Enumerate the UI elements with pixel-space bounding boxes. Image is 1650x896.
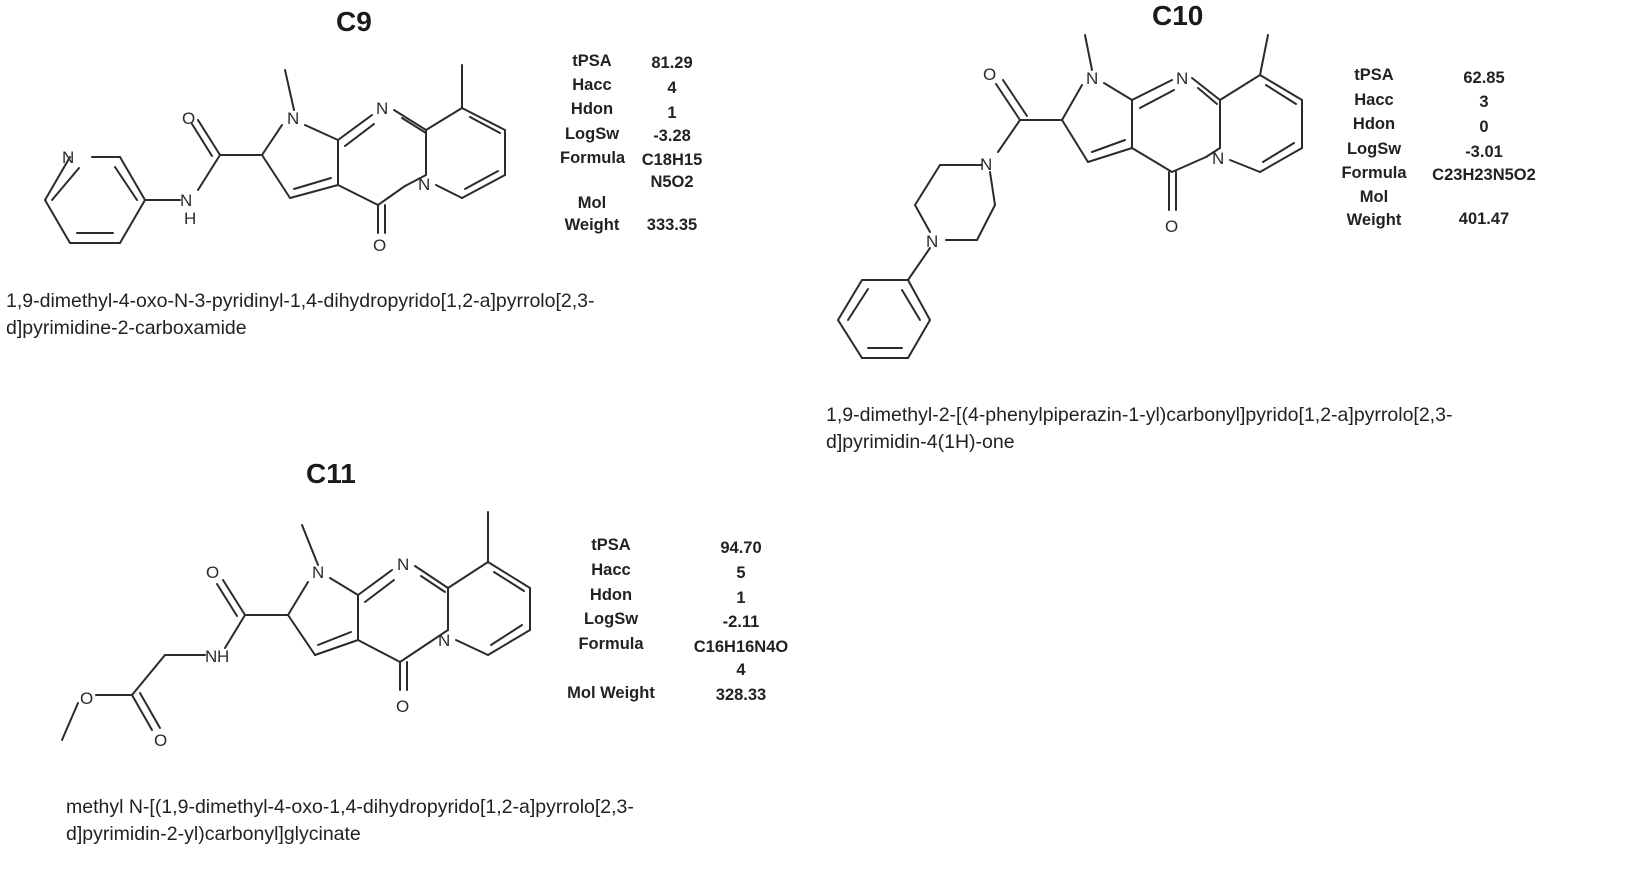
atom-o: O (983, 65, 996, 84)
molweight-value: 333.35 (646, 216, 698, 234)
logsw-label: LogSw (1346, 140, 1402, 158)
atom-n: N (397, 555, 409, 574)
atom-o: O (396, 697, 409, 716)
atom-n: N (62, 148, 74, 167)
compound-name-line2: d]pyrimidin-4(1H)-one (826, 431, 1015, 453)
atom-n: N (180, 191, 192, 210)
formula-label: Formula (560, 149, 626, 167)
atom-o: O (80, 689, 93, 708)
compound-name-line1: 1,9-dimethyl-4-oxo-N-3-pyridinyl-1,4-dih… (6, 290, 595, 312)
atom-n: N (926, 232, 938, 251)
atom-n: N (205, 647, 217, 666)
formula-label: Formula (578, 635, 644, 653)
compound-title-c10: C10 (1152, 0, 1204, 31)
atom-o: O (206, 563, 219, 582)
compound-name-c11: methyl N-[(1,9-dimethyl-4-oxo-1,4-dihydr… (66, 794, 634, 848)
atom-n: N (312, 563, 324, 582)
structure-c11: O O N H O N N N O (61, 511, 531, 750)
logsw-value: -3.28 (653, 127, 691, 145)
atom-n: N (1176, 69, 1188, 88)
hacc-label: Hacc (1354, 91, 1394, 109)
structure-c10: O N N N N N O (836, 34, 1303, 359)
formula-value-line2: 4 (736, 661, 746, 679)
tpsa-label: tPSA (591, 536, 631, 554)
properties-c10: tPSA 62.85 Hacc 3 Hdon 0 LogSw -3.01 For… (1334, 66, 1546, 236)
hdon-value: 1 (736, 589, 746, 607)
tpsa-value: 94.70 (720, 539, 762, 557)
compound-title-c9: C9 (336, 6, 372, 37)
compound-name-c10: 1,9-dimethyl-2-[(4-phenylpiperazin-1-yl)… (826, 402, 1452, 456)
tpsa-value: 81.29 (651, 54, 693, 72)
atom-h: H (184, 209, 196, 228)
tpsa-label: tPSA (1354, 66, 1394, 84)
molweight-label-line2: Weight (1346, 211, 1402, 229)
compound-name-c9: 1,9-dimethyl-4-oxo-N-3-pyridinyl-1,4-dih… (6, 288, 595, 342)
properties-c9: tPSA 81.29 Hacc 4 Hdon 1 LogSw -3.28 For… (560, 52, 710, 242)
hdon-value: 0 (1479, 118, 1489, 136)
molweight-value: 401.47 (1458, 210, 1510, 228)
compound-name-line1: 1,9-dimethyl-2-[(4-phenylpiperazin-1-yl)… (826, 404, 1453, 426)
atom-n: N (980, 155, 992, 174)
hdon-label: Hdon (570, 100, 614, 118)
atom-n: N (1212, 149, 1224, 168)
formula-value: C23H23N5O2 (1432, 166, 1536, 184)
hdon-value: 1 (667, 104, 677, 122)
atom-n: N (418, 175, 430, 194)
atom-n: N (287, 109, 299, 128)
structure-c9: N N H O N N N O (43, 64, 506, 255)
logsw-value: -2.11 (722, 613, 760, 631)
molweight-value: 328.33 (715, 686, 767, 704)
molweight-label-line1: Mol (577, 194, 607, 212)
atom-h: H (217, 647, 229, 666)
molweight-label: Mol Weight (567, 684, 655, 702)
atom-o: O (1165, 217, 1178, 236)
hdon-label: Hdon (589, 586, 633, 604)
formula-value-line1: C18H15 (641, 151, 703, 169)
compound-name-line2: d]pyrimidine-2-carboxamide (6, 317, 247, 339)
molweight-label-line2: Weight (564, 216, 620, 234)
formula-label: Formula (1341, 164, 1407, 182)
logsw-label: LogSw (564, 125, 620, 143)
compound-title-c11: C11 (306, 458, 356, 489)
compound-name-line1: methyl N-[(1,9-dimethyl-4-oxo-1,4-dihydr… (66, 796, 634, 818)
logsw-value: -3.01 (1465, 143, 1503, 161)
logsw-label: LogSw (583, 610, 639, 628)
atom-o: O (182, 109, 195, 128)
hacc-label: Hacc (572, 76, 612, 94)
tpsa-value: 62.85 (1463, 69, 1505, 87)
hacc-value: 5 (736, 564, 746, 582)
hacc-value: 3 (1479, 93, 1489, 111)
formula-value-line1: C16H16N4O (693, 638, 789, 656)
atom-o: O (373, 236, 386, 255)
hacc-value: 4 (667, 79, 677, 97)
molweight-label-line1: Mol (1359, 188, 1389, 206)
compound-name-line2: d]pyrimidin-2-yl)carbonyl]glycinate (66, 823, 361, 845)
properties-c11: tPSA 94.70 Hacc 5 Hdon 1 LogSw -2.11 For… (556, 536, 806, 716)
hdon-label: Hdon (1352, 115, 1396, 133)
atom-o: O (154, 731, 167, 750)
formula-value-line2: N5O2 (650, 173, 694, 191)
hacc-label: Hacc (591, 561, 631, 579)
tpsa-label: tPSA (572, 52, 612, 70)
atom-n: N (1086, 69, 1098, 88)
atom-n: N (376, 99, 388, 118)
atom-n: N (438, 631, 450, 650)
